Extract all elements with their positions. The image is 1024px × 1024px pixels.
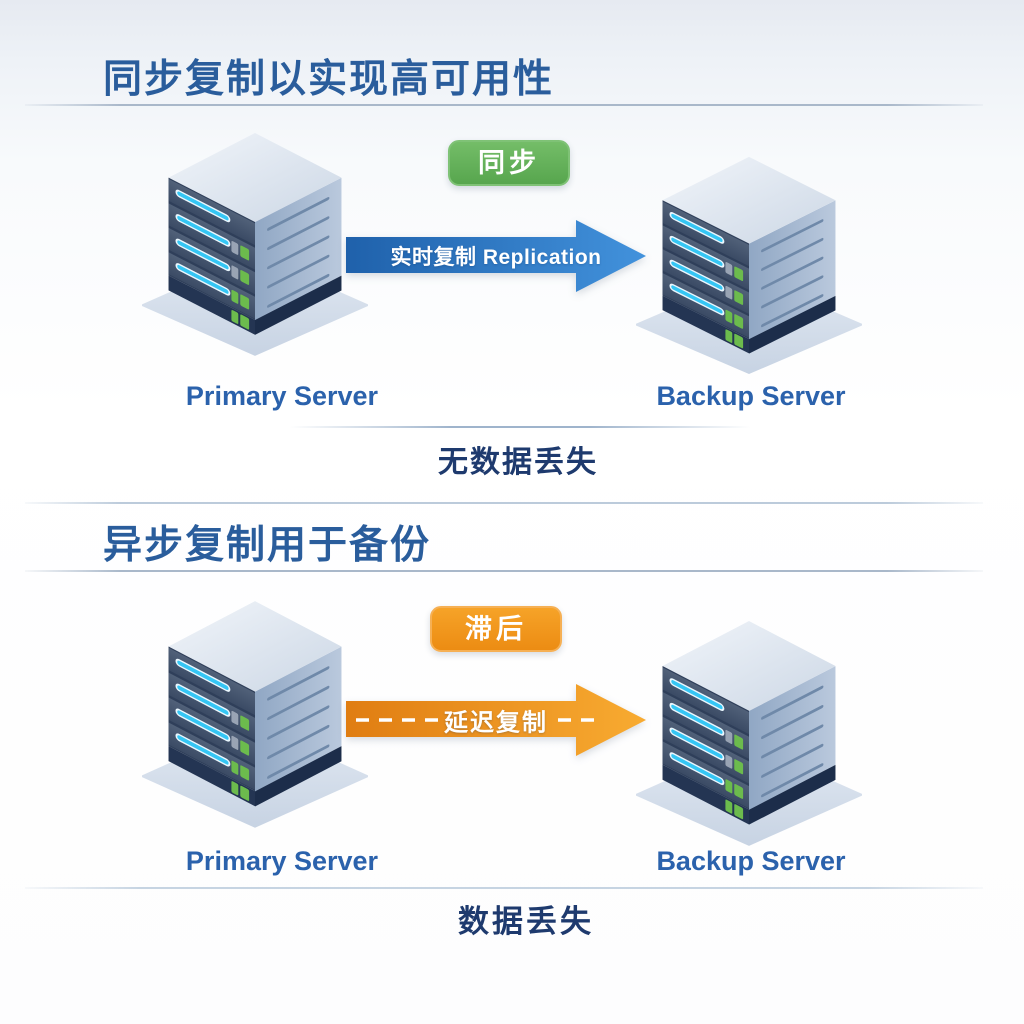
backup-server-label: Backup Server [656, 381, 846, 411]
sync-section-title: 同步复制以实现高可用性 [103, 58, 555, 101]
primary-server-label: Primary Server [185, 846, 379, 876]
async-arrow-label: 延迟复制 [444, 709, 548, 737]
backup-server-icon [636, 150, 862, 380]
title-underline [25, 104, 983, 106]
sync-arrow-label: 实时复制 Replication [390, 246, 602, 269]
primary-server-label: Primary Server [185, 381, 379, 411]
section-divider [25, 502, 983, 504]
lag-badge: 滞后 [430, 606, 562, 652]
replication-arrow-sync: 实时复制 Replication [346, 217, 646, 295]
lag-badge-label: 滞后 [465, 614, 527, 644]
right-arrow-dashed-icon [346, 684, 646, 756]
title-underline [25, 570, 983, 572]
primary-server-icon [142, 126, 368, 362]
sync-badge: 同步 [448, 140, 570, 186]
async-caption: 数据丢失 [458, 904, 594, 939]
caption-divider [290, 426, 750, 428]
primary-server-icon [142, 594, 368, 834]
sync-caption: 无数据丢失 [438, 446, 598, 479]
right-arrow-icon [346, 220, 646, 292]
caption-divider [25, 887, 983, 889]
backup-server-icon [636, 614, 862, 852]
async-section-title: 异步复制用于备份 [103, 524, 432, 567]
sync-badge-label: 同步 [478, 148, 540, 178]
backup-server-label: Backup Server [656, 846, 846, 876]
replication-arrow-async: 延迟复制 [346, 681, 646, 759]
